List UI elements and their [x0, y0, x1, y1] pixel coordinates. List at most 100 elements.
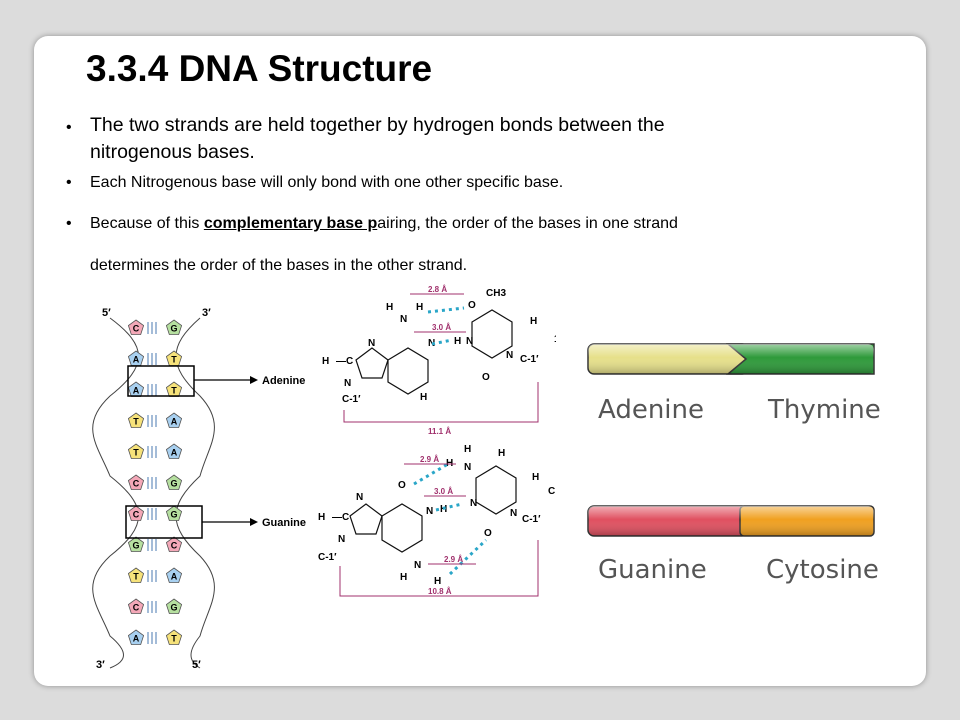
base-letter: A [171, 572, 178, 582]
base-letter: T [133, 572, 139, 582]
base-letter: G [132, 541, 139, 551]
thymine-bar-label: Thymine [767, 395, 881, 425]
adenine-callout-box [127, 365, 195, 397]
svg-text:O: O [482, 372, 490, 383]
svg-text:N: N [464, 462, 471, 473]
cytosine-ring [475, 465, 517, 515]
base-letter: T [171, 355, 177, 365]
base-C-icon [127, 319, 145, 335]
svg-text:H: H [322, 356, 329, 367]
svg-text:C-1′: C-1′ [318, 552, 337, 563]
base-A-icon [165, 567, 183, 583]
gc-distance-3: 2.9 Å [444, 555, 463, 564]
svg-text:H: H [434, 576, 441, 587]
cytosine-atoms: HH NH HN NC-1′ OC [446, 444, 555, 539]
thymine-atoms: CH3 OH NH NC-1′ O1 [454, 288, 556, 383]
base-pair-bars: Adenine Thymine Guanine Cytosine [587, 343, 881, 585]
bullet-dot: • [66, 215, 72, 232]
svg-text:C: C [548, 486, 555, 497]
svg-text:H: H [416, 302, 423, 313]
svg-text:N: N [400, 314, 407, 325]
at-distance-2: 3.0 Å [432, 323, 451, 332]
slide-title: 3.3.4 DNA Structure [86, 48, 433, 89]
svg-text:N: N [338, 534, 345, 545]
base-letter: G [170, 324, 177, 334]
bullet-text-post: airing, the order of the bases in one st… [377, 215, 678, 232]
base-letter: T [133, 448, 139, 458]
bullet-dot: • [66, 119, 72, 136]
guanine-callout-label: Guanine [262, 517, 306, 529]
helix-label-top-left: 5′ [102, 307, 111, 319]
base-letter: G [170, 603, 177, 613]
base-letter: T [133, 417, 139, 427]
base-letter: A [171, 448, 178, 458]
svg-text:N: N [428, 338, 435, 349]
svg-text:N: N [368, 338, 375, 349]
base-G-icon [165, 505, 183, 521]
adenine-bar-label: Adenine [598, 395, 704, 425]
arrowhead-icon [250, 518, 258, 526]
svg-text:H: H [498, 448, 505, 459]
svg-text:—C: —C [336, 356, 353, 367]
svg-text:H: H [454, 336, 461, 347]
svg-text:H: H [464, 444, 471, 455]
bullet-text-line1: Because of this complementary base pairi… [90, 215, 678, 233]
at-distance-markers [343, 293, 539, 423]
base-letter: A [171, 417, 178, 427]
base-C-icon [127, 474, 145, 490]
svg-text:H: H [420, 392, 427, 403]
svg-text:N: N [356, 492, 363, 503]
base-letter: A [133, 355, 140, 365]
adenine-ring [355, 347, 429, 395]
helix-label-bottom-left: 3′ [96, 659, 105, 671]
svg-text:N: N [466, 336, 473, 347]
svg-text:O: O [468, 300, 476, 311]
at-width: 11.1 Å [428, 427, 451, 436]
base-A-icon [165, 412, 183, 428]
base-letter: C [133, 510, 140, 520]
base-letter: A [133, 386, 140, 396]
base-letter: C [133, 324, 140, 334]
helix-label-bottom-right: 5′ [192, 659, 201, 671]
base-G-icon [165, 598, 183, 614]
gc-distance-markers [339, 463, 539, 597]
gc-distance-1: 2.9 Å [420, 455, 439, 464]
base-T-icon [165, 629, 183, 645]
at-distance-1: 2.8 Å [428, 285, 447, 294]
svg-text:N: N [510, 508, 517, 519]
at-hydrogen-bonds [427, 306, 465, 346]
bullet-text-line2: nitrogenous bases. [90, 141, 255, 163]
base-C-icon [165, 536, 183, 552]
base-G-icon [165, 474, 183, 490]
arrowhead-icon [250, 376, 258, 384]
base-G-icon [127, 536, 145, 552]
svg-text:H: H [532, 472, 539, 483]
base-T-icon [127, 443, 145, 459]
svg-text:C-1′: C-1′ [520, 354, 539, 365]
guanine-bar-label: Guanine [598, 555, 707, 585]
svg-text:H: H [318, 512, 325, 523]
base-letter: C [133, 479, 140, 489]
helix-label-top-right: 3′ [202, 307, 211, 319]
svg-text:H: H [530, 316, 537, 327]
bullet-text-line2: determines the order of the bases in the… [90, 257, 468, 274]
svg-text:—C: —C [332, 512, 349, 523]
guanine-cytosine-bar: Guanine Cytosine [587, 505, 879, 585]
base-letter: G [170, 510, 177, 520]
base-letter: G [170, 479, 177, 489]
guanine-cytosine-structure: H—C NN C-1′O NH NH H HH NH HN NC-1′ OC 2… [318, 444, 555, 597]
adenine-thymine-bar: Adenine Thymine [587, 343, 881, 425]
complementary-base-pairing-link[interactable]: complementary base p [203, 215, 378, 232]
svg-text:1: 1 [554, 334, 556, 345]
svg-text:C-1′: C-1′ [342, 394, 361, 405]
svg-text:O: O [398, 480, 406, 491]
svg-text:O: O [484, 528, 492, 539]
base-C-icon [127, 505, 145, 521]
